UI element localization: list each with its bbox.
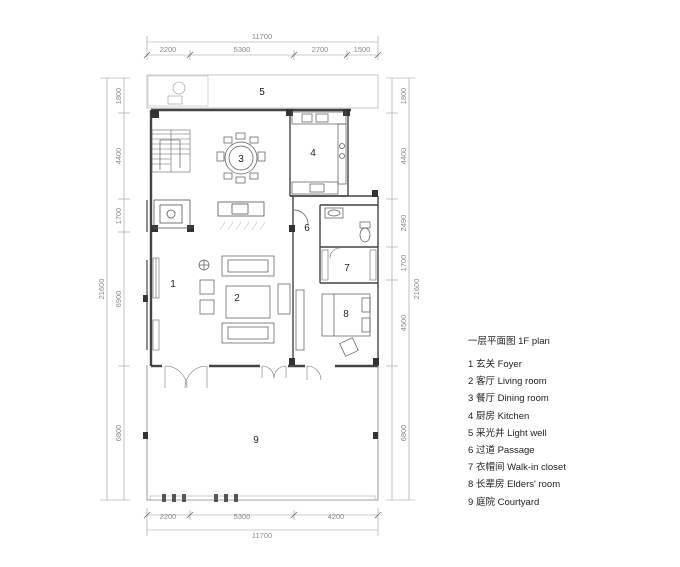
dim-top-4: 1500 [354, 45, 371, 54]
room-legend: 一层平面图 1F plan 1 玄关 Foyer 2 客厅 Living roo… [468, 333, 668, 511]
dim-right-6: 6800 [399, 425, 408, 442]
dim-right-4: 1700 [399, 255, 408, 272]
dim-top-3: 2700 [312, 45, 329, 54]
kitchen-counters [291, 111, 347, 195]
staircase [151, 129, 191, 173]
legend-item-walk-in-closet: 7 衣帽间 Walk-in closet [468, 462, 566, 474]
elevator [153, 199, 191, 229]
exterior-walls [149, 108, 378, 368]
dim-bottom-total: 11700 [252, 531, 272, 540]
courtyard-steps [162, 494, 238, 502]
legend-item-foyer: 1 玄关 Foyer [468, 359, 522, 370]
legend-item-passage: 6 过道 Passage [468, 444, 535, 456]
room-number-4: 4 [310, 148, 316, 159]
planter-icon [172, 81, 186, 95]
legend-item-living-room: 2 客厅 Living room [468, 376, 547, 388]
courtyard-doors [164, 365, 322, 389]
legend-title: 一层平面图 1F plan [468, 336, 550, 347]
room-number-6: 6 [304, 223, 310, 234]
legend-item-dining-room: 3 餐厅 Dining room [468, 393, 549, 405]
dim-bottom-2: 5300 [234, 512, 251, 521]
room-numbers: 1 2 3 4 5 6 7 8 9 [170, 87, 350, 446]
light-well-planter [147, 75, 209, 107]
dim-left-4: 6900 [114, 291, 123, 308]
dim-bottom-3: 4200 [328, 512, 345, 521]
legend-item-courtyard: 9 庭院 Courtyard [468, 496, 540, 508]
dim-top-1: 2200 [160, 45, 177, 54]
dim-right-total: 21600 [412, 279, 421, 300]
legend-item-elders-room: 8 长辈房 Elders' room [468, 479, 561, 491]
dim-left-5: 6800 [114, 425, 123, 442]
closet-shelves [321, 247, 377, 281]
dim-bottom-1: 2200 [160, 512, 177, 521]
room-number-3: 3 [238, 154, 244, 165]
foyer-cabinet [152, 257, 160, 351]
dim-right-2: 4400 [399, 148, 408, 165]
dim-top-total: 11700 [252, 32, 272, 41]
dim-left-3: 1700 [114, 208, 123, 225]
dim-top-2: 5300 [234, 45, 251, 54]
room-number-9: 9 [253, 435, 259, 446]
bathroom-fixtures [293, 207, 371, 243]
dim-right-1: 1800 [399, 88, 408, 105]
dim-left-2: 4400 [114, 148, 123, 165]
living-room-furniture [198, 255, 291, 344]
dim-left-1: 1800 [114, 88, 123, 105]
dining-table [216, 132, 266, 184]
dim-left-total: 21600 [97, 279, 106, 300]
sideboard [217, 201, 265, 217]
dim-right-5: 4500 [399, 315, 408, 332]
dimension-labels: 11700 2200 5300 2700 1500 2200 5300 4200… [97, 32, 421, 540]
room-number-8: 8 [343, 309, 349, 320]
rug-hatch [219, 221, 266, 231]
elders-bed [295, 289, 371, 357]
courtyard-edge [149, 495, 376, 501]
planter-box-icon [167, 95, 183, 105]
room-number-1: 1 [170, 279, 176, 290]
room-number-5: 5 [259, 87, 265, 98]
interior-walls [289, 110, 379, 366]
courtyard-outline [146, 365, 379, 501]
dim-right-3: 2490 [399, 215, 408, 232]
room-number-2: 2 [234, 293, 240, 304]
legend-item-light-well: 5 采光井 Light well [468, 427, 547, 439]
room-number-7: 7 [344, 263, 350, 274]
dimension-ticks [143, 51, 382, 519]
light-well-outline [146, 74, 379, 109]
structural-columns [143, 109, 379, 439]
legend-item-kitchen: 4 厨房 Kitchen [468, 410, 530, 422]
